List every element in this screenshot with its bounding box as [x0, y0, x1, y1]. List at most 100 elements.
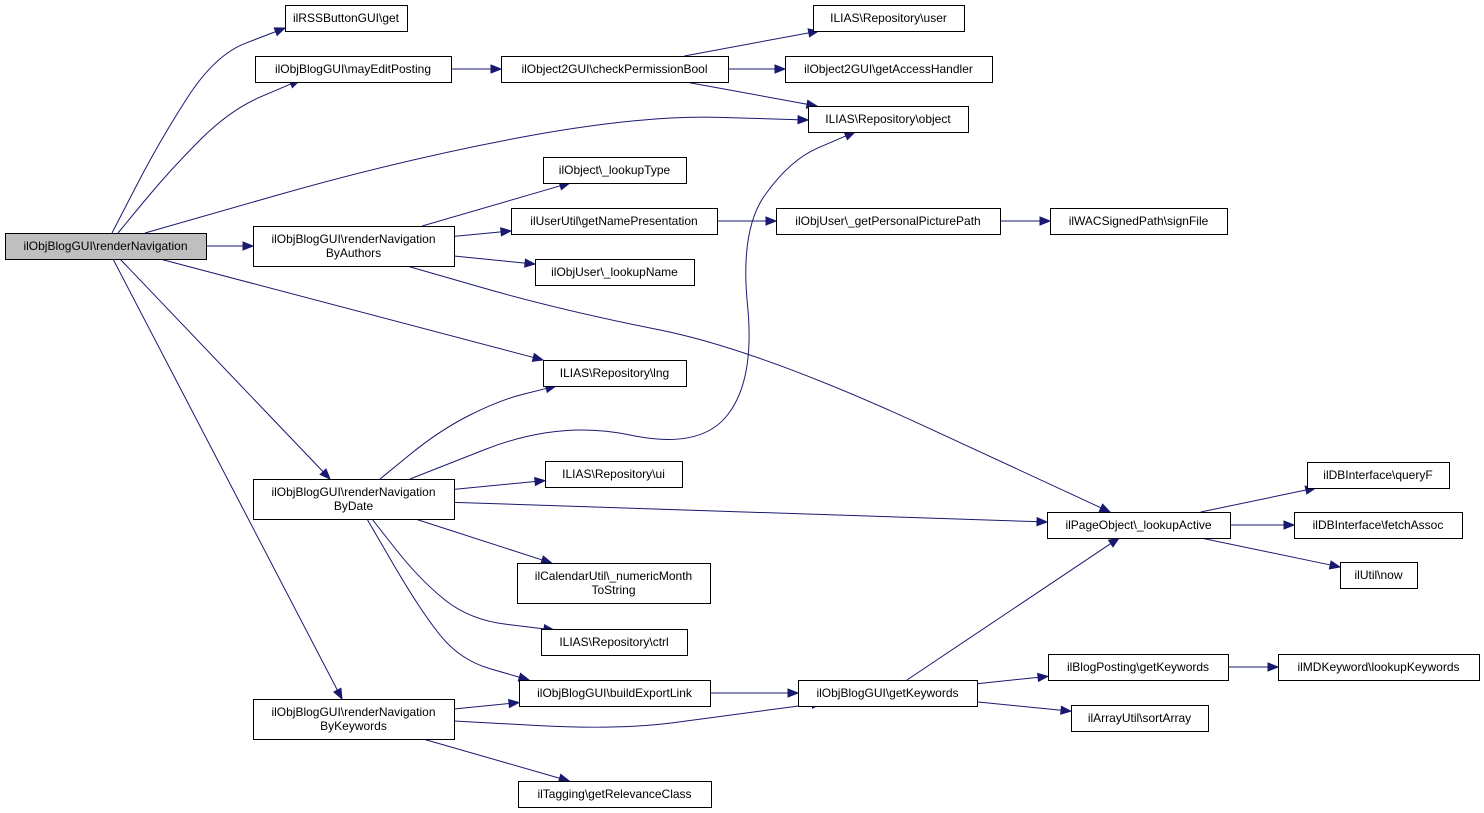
edge-line — [1200, 537, 1331, 566]
arrowhead — [517, 672, 531, 682]
function-nodes: ilObjBlogGUI\renderNavigation ilRSSButton… — [5, 5, 1480, 808]
node-box — [1307, 462, 1450, 489]
edge-line — [1200, 489, 1307, 513]
node-checkperm[interactable]: ilObject2GUI\checkPermissionBool — [501, 56, 729, 83]
call-edge-bykeywords-to-relclass — [422, 738, 571, 783]
call-edge-bydate-to-repobject — [409, 131, 857, 480]
node-box — [798, 680, 978, 707]
call-edge-root-to-mayedit — [117, 79, 302, 234]
call-edge-bydate-to-nummonth — [415, 518, 553, 565]
call-edge-exportlink-to-getkw — [710, 688, 800, 698]
node-label: ilMDKeyword\lookupKeywords — [1297, 660, 1459, 674]
call-edge-root-to-bydate — [119, 258, 331, 480]
node-box — [517, 563, 711, 604]
node-lookupname[interactable]: ilObjUser\_lookupName — [535, 259, 695, 286]
call-edge-root-to-rssget — [111, 27, 287, 234]
node-rssget[interactable]: ilRSSButtonGUI\get — [285, 5, 408, 32]
node-postkw[interactable]: ilBlogPosting\getKeywords — [1048, 654, 1229, 681]
node-exportlink[interactable]: ilObjBlogGUI\buildExportLink — [519, 680, 711, 707]
arrowhead — [797, 114, 810, 125]
edge-line — [976, 701, 1062, 711]
arrowhead — [1037, 672, 1050, 683]
call-edge-checkperm-to-repobject — [685, 81, 819, 109]
node-fetchassoc[interactable]: ilDBInterface\fetchAssoc — [1294, 512, 1463, 539]
edge-line — [453, 501, 1038, 523]
call-edge-bydate-to-replng — [379, 383, 558, 480]
arrowhead — [1107, 537, 1121, 548]
call-edge-lookupactive-to-utilnow — [1200, 537, 1342, 570]
node-label: ilDBInterface\fetchAssoc — [1313, 518, 1444, 532]
node-lookuptype[interactable]: ilObject\_lookupType — [543, 157, 687, 184]
node-root[interactable]: ilObjBlogGUI\renderNavigation — [5, 233, 207, 260]
node-accesshand[interactable]: ilObject2GUI\getAccessHandler — [785, 56, 993, 83]
node-label: ByAuthors — [326, 246, 381, 260]
call-edge-byauthors-to-lookupname — [453, 255, 537, 268]
node-mayedit[interactable]: ilObjBlogGUI\mayEditPosting — [255, 56, 452, 83]
arrowhead — [765, 216, 778, 226]
node-box — [1050, 208, 1228, 235]
node-label: ILIAS\Repository\lng — [560, 366, 669, 380]
edge-line — [415, 518, 543, 561]
node-box — [519, 680, 711, 707]
node-label: ilObject2GUI\checkPermissionBool — [521, 62, 707, 76]
node-box — [253, 479, 455, 520]
edge-line — [453, 703, 813, 728]
call-edge-root-to-repobject — [144, 114, 810, 234]
node-mdkw[interactable]: ilMDKeyword\lookupKeywords — [1278, 654, 1480, 681]
edge-line — [684, 32, 809, 57]
call-edge-bydate-to-repui — [453, 476, 547, 490]
call-edge-lookupactive-to-fetchassoc — [1230, 520, 1296, 530]
arrowhead — [1036, 516, 1049, 527]
call-edge-checkperm-to-accesshand — [728, 64, 787, 74]
arrowhead — [1283, 520, 1296, 530]
node-lookupactive[interactable]: ilPageObject\_lookupActive — [1047, 512, 1231, 539]
call-edge-root-to-bykeywords — [112, 258, 343, 701]
edge-line — [406, 265, 1102, 509]
node-namepres[interactable]: ilUserUtil\getNamePresentation — [511, 208, 718, 235]
node-box — [285, 5, 408, 32]
edge-line — [112, 258, 338, 691]
node-utilnow[interactable]: ilUtil\now — [1340, 562, 1418, 589]
node-label: ilObjUser\_lookupName — [551, 265, 678, 279]
node-box — [785, 56, 993, 83]
node-signfile[interactable]: ilWACSignedPath\signFile — [1050, 208, 1228, 235]
node-relclass[interactable]: ilTagging\getRelevanceClass — [518, 781, 712, 808]
node-repuser[interactable]: ILIAS\Repository\user — [813, 5, 965, 32]
edge-line — [159, 258, 534, 358]
node-label: ilObjBlogGUI\buildExportLink — [537, 686, 693, 700]
node-label: ILIAS\Repository\user — [830, 11, 947, 25]
node-repctrl[interactable]: ILIAS\Repository\ctrl — [541, 629, 688, 656]
node-box — [543, 157, 687, 184]
node-label: ilObjUser\_getPersonalPicturePath — [795, 214, 980, 228]
call-edge-bydate-to-lookupactive — [453, 501, 1049, 527]
edge-line — [366, 518, 520, 678]
edge-line — [379, 387, 547, 480]
node-getkw[interactable]: ilObjBlogGUI\getKeywords — [798, 680, 978, 707]
node-box — [1340, 562, 1418, 589]
call-edge-bykeywords-to-exportlink — [453, 698, 521, 710]
arrowhead — [774, 64, 787, 74]
node-box — [808, 106, 969, 133]
node-box — [541, 629, 688, 656]
node-picpath[interactable]: ilObjUser\_getPersonalPicturePath — [776, 208, 1001, 235]
node-box — [543, 360, 687, 387]
node-replng[interactable]: ILIAS\Repository\lng — [543, 360, 687, 387]
edge-line — [371, 518, 545, 630]
edge-line — [111, 31, 276, 234]
node-box — [253, 226, 455, 267]
node-label: ilObjBlogGUI\renderNavigation — [271, 485, 435, 499]
node-box — [1048, 654, 1229, 681]
node-label: ilArrayUtil\sortArray — [1088, 711, 1191, 725]
node-repui[interactable]: ILIAS\Repository\ui — [545, 461, 683, 488]
arrowhead — [787, 688, 800, 698]
node-queryf[interactable]: ilDBInterface\queryF — [1307, 462, 1450, 489]
node-sortarray[interactable]: ilArrayUtil\sortArray — [1071, 705, 1209, 732]
node-box — [1047, 512, 1231, 539]
arrowhead — [1328, 560, 1342, 570]
node-label: ilObjBlogGUI\renderNavigation — [23, 239, 187, 253]
node-repobject[interactable]: ILIAS\Repository\object — [808, 106, 969, 133]
